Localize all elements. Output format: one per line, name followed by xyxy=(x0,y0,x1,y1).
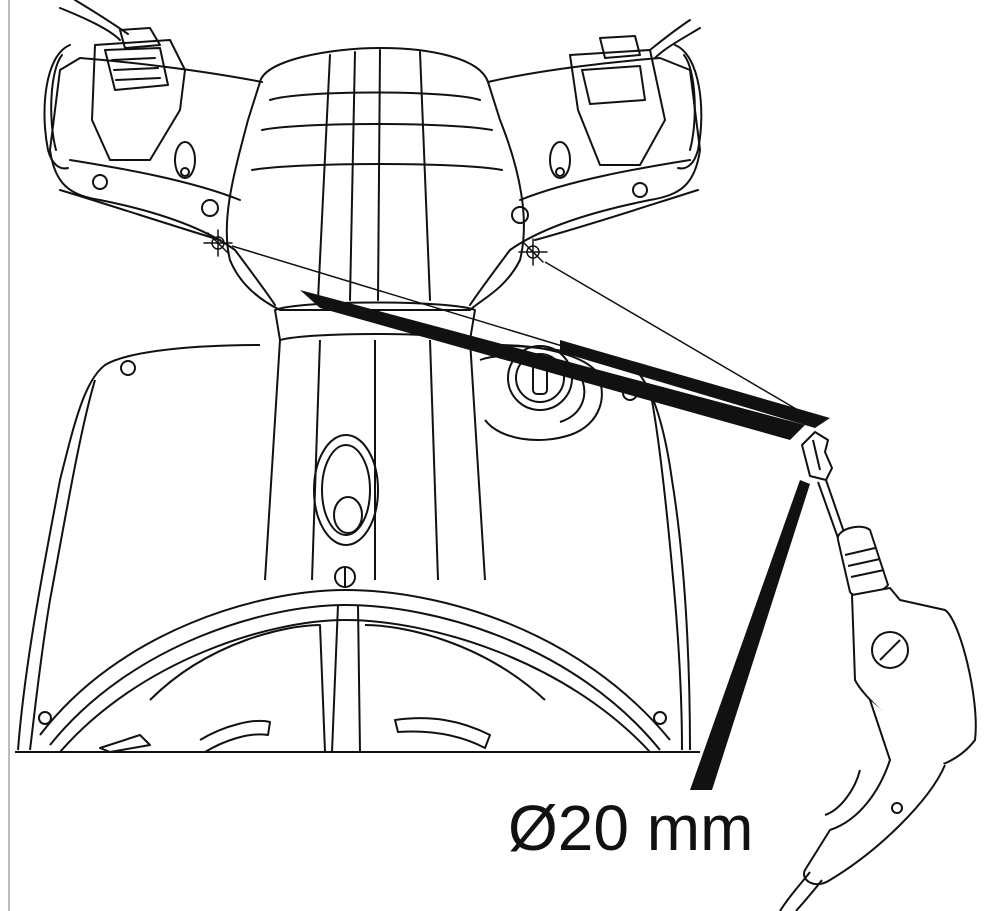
cable-left xyxy=(59,0,129,41)
drill-mark-left xyxy=(203,229,233,257)
screw-icon xyxy=(334,566,356,588)
handlebar-left xyxy=(49,57,276,306)
shield-spine xyxy=(264,339,486,581)
ignition-housing xyxy=(469,344,603,441)
glovebox-right xyxy=(364,624,546,701)
power-drill-icon xyxy=(779,431,977,911)
glovebox-arc xyxy=(39,589,671,741)
center-hook-outer xyxy=(313,434,379,546)
leg-shield-outer xyxy=(17,344,691,751)
page-border xyxy=(0,0,10,911)
pointer-lines xyxy=(231,245,830,790)
headset-shell xyxy=(225,47,525,311)
handlebar-assembly xyxy=(43,0,703,311)
switch-block-right xyxy=(569,49,666,166)
drill-mark-right xyxy=(518,238,548,266)
grip-end-left xyxy=(43,44,71,170)
dimension-label: Ø20 mm xyxy=(508,792,753,864)
cable-right xyxy=(649,19,701,59)
spade-bit-icon xyxy=(801,431,846,539)
switch-block-left xyxy=(91,39,186,161)
glovebox-left xyxy=(149,624,326,753)
handlebar-right xyxy=(469,57,701,306)
headset-inner xyxy=(269,91,481,101)
grip-end-right xyxy=(674,44,703,170)
